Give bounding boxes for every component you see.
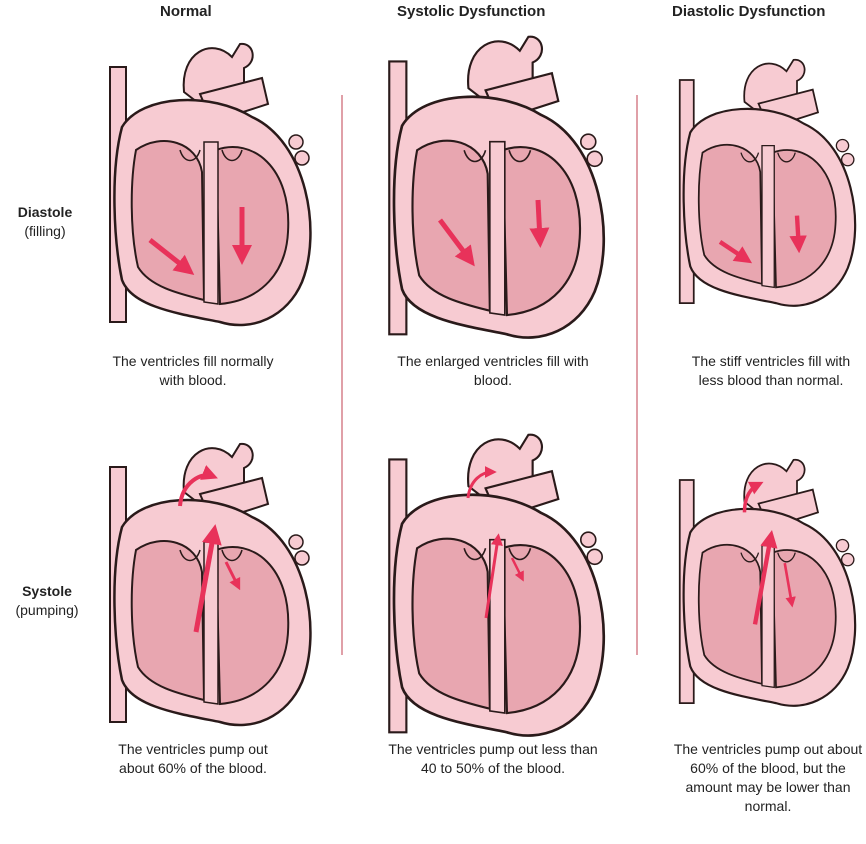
caption-normal-diastole: The ventricles fill normally with blood. <box>103 352 283 390</box>
caption-systolic-diastole: The enlarged ventricles fill with blood. <box>388 352 598 390</box>
divider-right <box>636 95 638 655</box>
row-label-systole-title: Systole <box>2 582 92 601</box>
heart-diastolic-diastole <box>664 30 866 340</box>
heart-diastolic-systole <box>664 430 866 740</box>
caption-normal-systole: The ventricles pump out about 60% of the… <box>103 740 283 778</box>
caption-systolic-systole: The ventricles pump out less than 40 to … <box>388 740 598 778</box>
heart-normal-systole <box>92 432 332 742</box>
row-label-systole-sub: (pumping) <box>2 601 92 620</box>
caption-diastolic-systole: The ventricles pump out about 60% of the… <box>672 740 864 816</box>
row-label-diastole-title: Diastole <box>10 203 80 222</box>
column-title-diastolic-dysfunction: Diastolic Dysfunction <box>672 3 825 20</box>
heart-normal-diastole <box>92 32 332 342</box>
caption-diastolic-diastole: The stiff ventricles fill with less bloo… <box>678 352 864 390</box>
heart-systolic-systole <box>378 428 618 738</box>
heart-systolic-diastole <box>378 30 618 340</box>
row-label-diastole-sub: (filling) <box>10 222 80 241</box>
divider-left <box>341 95 343 655</box>
column-title-systolic-dysfunction: Systolic Dysfunction <box>397 3 545 20</box>
column-title-normal: Normal <box>160 3 212 20</box>
row-label-systole: Systole (pumping) <box>2 582 92 620</box>
row-label-diastole: Diastole (filling) <box>10 203 80 241</box>
